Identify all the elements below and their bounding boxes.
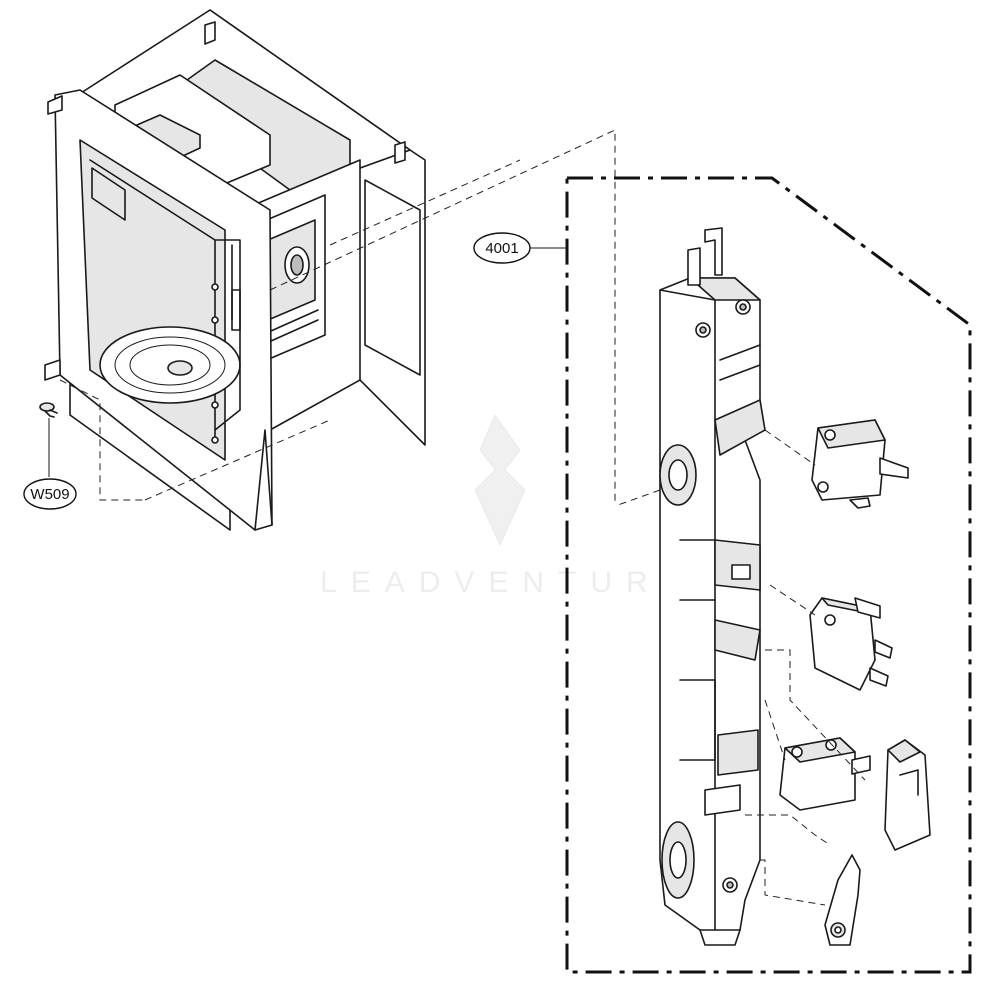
micro-switch-3[interactable] [779, 737, 871, 811]
label-4001: 4001 [473, 232, 567, 264]
label-4001-text: 4001 [485, 240, 518, 257]
hook-lever[interactable] [824, 854, 861, 946]
watermark-text: LEADVENTURE [320, 566, 696, 599]
label-w509-text: W509 [30, 486, 69, 503]
microwave-cavity [44, 9, 426, 531]
latch-bracket[interactable] [659, 227, 766, 946]
assembly-4001-boundary [565, 176, 972, 974]
lever-plate[interactable] [884, 739, 931, 851]
guide-lines-cavity [59, 129, 616, 505]
guide-lines-assembly [617, 429, 866, 906]
micro-switch-1[interactable] [811, 419, 909, 509]
screw-w509[interactable] [39, 402, 58, 418]
watermark: LEADVENTURE [320, 413, 696, 599]
label-w509: W509 [23, 478, 77, 510]
micro-switch-2[interactable] [809, 597, 893, 691]
